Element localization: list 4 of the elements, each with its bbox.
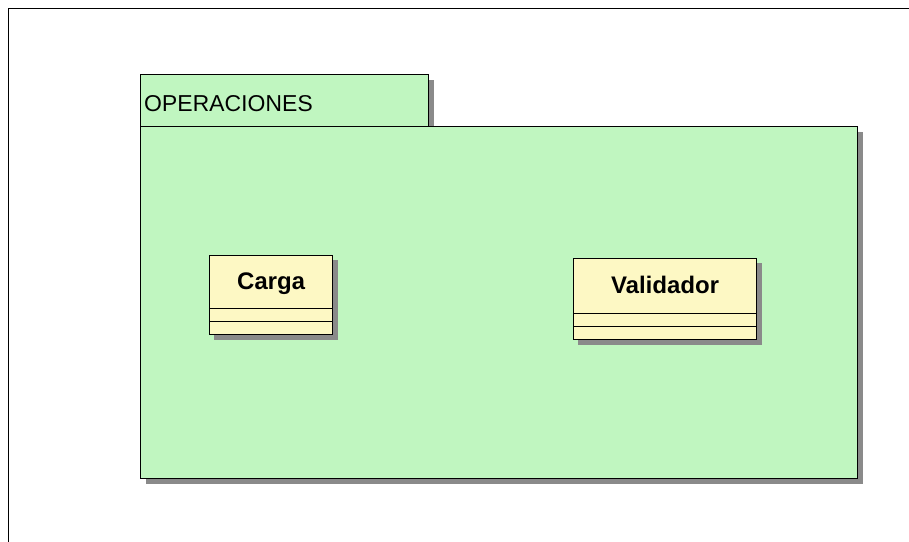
class-name: Validador [610,272,720,300]
package [140,74,863,484]
package-name: OPERACIONES [144,90,313,117]
class-name: Carga [236,268,306,296]
